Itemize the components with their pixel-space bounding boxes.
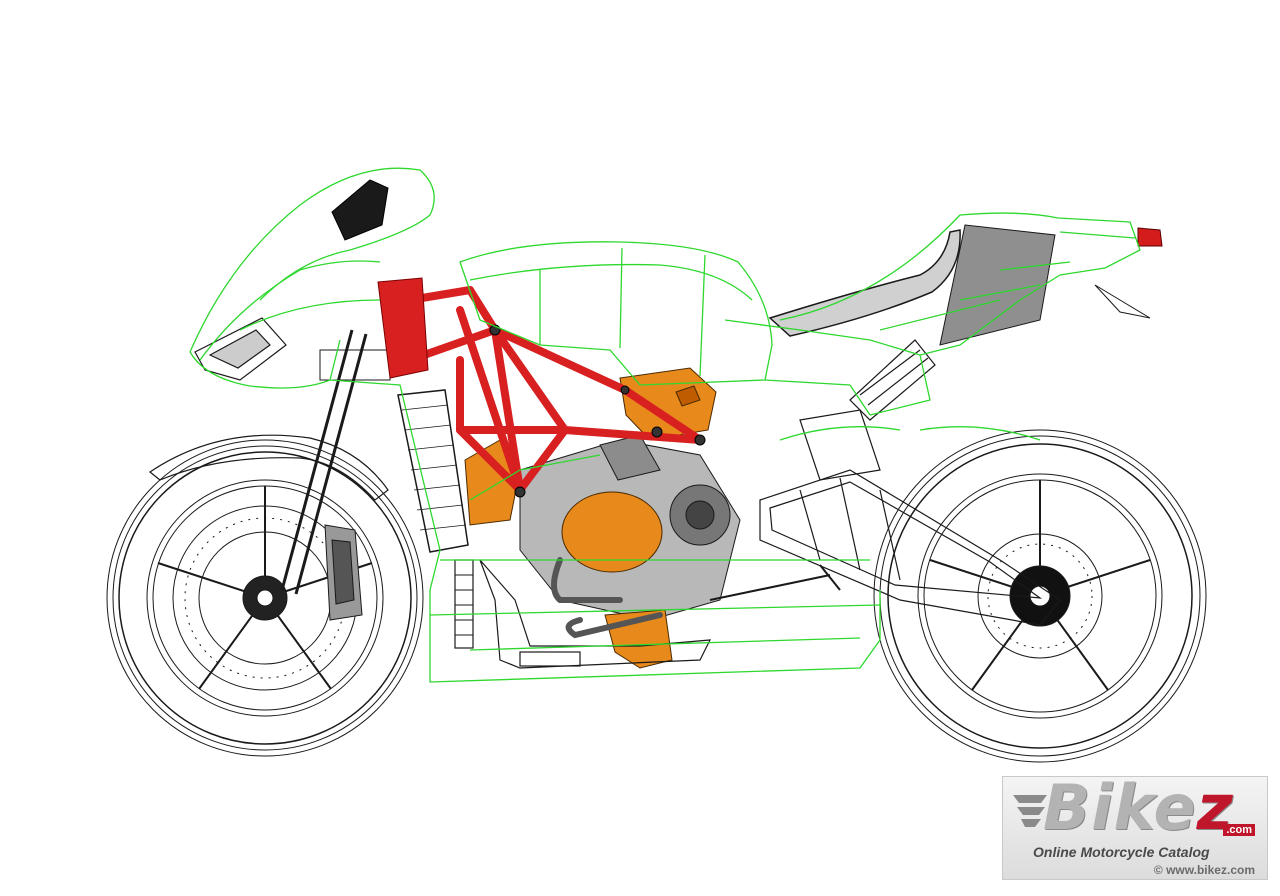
rear-wheel bbox=[873, 429, 1207, 763]
tail-section bbox=[939, 224, 1151, 346]
steering-head bbox=[377, 277, 429, 379]
swingarm bbox=[759, 469, 1061, 626]
bodywork-wireframe bbox=[189, 167, 1141, 683]
rider-seat bbox=[768, 229, 961, 337]
watermark-tagline: Online Motorcycle Catalog bbox=[1033, 844, 1210, 860]
exhaust-muffler bbox=[479, 559, 712, 669]
front-wheel bbox=[106, 439, 424, 757]
front-fender bbox=[148, 434, 389, 501]
rear-shock bbox=[799, 339, 936, 481]
watermark-domain-badge: .com bbox=[1223, 824, 1255, 836]
watermark-brand-text: Bike bbox=[1043, 776, 1197, 844]
radiator bbox=[397, 389, 469, 553]
bikez-logo-mark-icon bbox=[1013, 795, 1047, 827]
exhaust-headers bbox=[551, 557, 663, 639]
front-brake-caliper bbox=[324, 524, 363, 621]
watermark-url: © www.bikez.com bbox=[1153, 863, 1255, 877]
oil-cooler bbox=[454, 559, 474, 649]
mirror bbox=[331, 179, 389, 241]
tail-light bbox=[1137, 227, 1163, 247]
watermark-brand: Bikez bbox=[1043, 776, 1234, 844]
bikez-watermark: Bikez .com Online Motorcycle Catalog © w… bbox=[1002, 776, 1268, 880]
footpeg-gear-lever bbox=[709, 564, 841, 601]
